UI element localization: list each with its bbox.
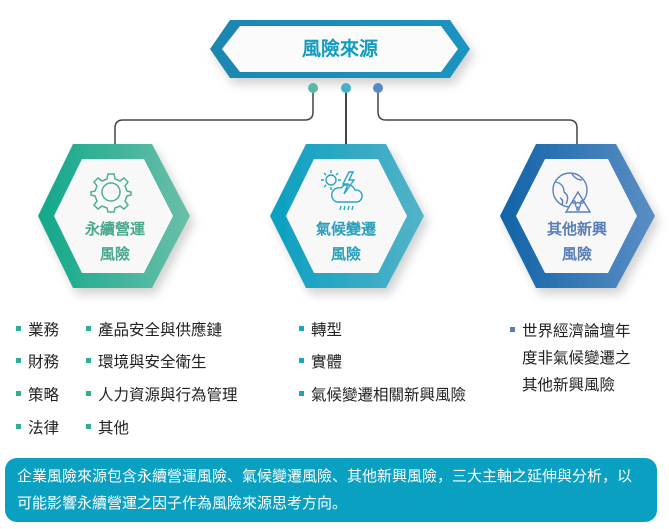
- list-item: 法律: [16, 416, 59, 438]
- item-text: 其他新興風險: [522, 376, 616, 394]
- gear-icon: [90, 173, 132, 213]
- bullet-icon: [16, 326, 21, 331]
- item-text: 度非氣候變遷之: [522, 349, 631, 367]
- category-label-line1: 其他新興: [546, 220, 607, 238]
- list-item: 財務: [16, 350, 59, 372]
- list-item: 人力資源與行為管理: [86, 383, 238, 405]
- item-text: 財務: [28, 353, 60, 371]
- connectors: [114, 88, 578, 145]
- connector-dot-green: [308, 83, 318, 93]
- list-item: 環境與安全衛生: [86, 350, 207, 372]
- category-label-line1: 永續營運: [84, 220, 145, 238]
- item-text: 實體: [311, 353, 343, 371]
- item-text: 人力資源與行為管理: [98, 386, 238, 404]
- item-text: 環境與安全衛生: [98, 353, 207, 371]
- bullet-icon: [299, 358, 304, 363]
- connector-dot-blue: [373, 83, 383, 93]
- bullet-icon: [86, 391, 91, 396]
- item-text: 其他: [98, 419, 130, 437]
- page-title: 風險來源: [301, 38, 378, 60]
- summary-box: 企業風險來源包含永續營運風險、氣候變遷風險、其他新興風險，三大主軸之延伸與分析，…: [5, 458, 657, 522]
- bullet-icon: [510, 327, 515, 332]
- item-text: 業務: [28, 321, 60, 339]
- connector-dot-teal: [341, 83, 351, 93]
- title-banner: [210, 20, 470, 78]
- item-text: 轉型: [311, 321, 343, 339]
- item-text: 氣候變遷相關新興風險: [311, 386, 467, 404]
- hexagon-emerging: [500, 144, 655, 288]
- hexagon-climate: [270, 144, 424, 288]
- bullet-icon: [86, 424, 91, 429]
- item-text: 世界經濟論壇年: [522, 322, 631, 340]
- list-item: 氣候變遷相關新興風險: [299, 383, 466, 405]
- bullet-icon: [16, 358, 21, 363]
- bullet-icon: [86, 326, 91, 331]
- list-item: 轉型: [299, 318, 342, 340]
- category-sustainability-label: 永續營運 風險: [55, 217, 175, 267]
- bullet-icon: [16, 424, 21, 429]
- category-label-line2: 風險: [99, 245, 130, 263]
- bullet-icon: [86, 358, 91, 363]
- item-text: 策略: [28, 386, 60, 404]
- globe-virus-icon: [552, 172, 592, 213]
- bullet-icon: [16, 391, 21, 396]
- category-label-line2: 風險: [330, 245, 361, 263]
- bullet-icon: [299, 326, 304, 331]
- category-label-line1: 氣候變遷: [315, 220, 376, 238]
- hexagon-sustainability: [38, 144, 190, 288]
- bullet-icon: [299, 391, 304, 396]
- category-emerging-label: 其他新興 風險: [517, 217, 637, 267]
- item-text: 法律: [28, 419, 60, 437]
- list-item: 其他: [86, 416, 129, 438]
- list-item: 世界經濟論壇年 度非氣候變遷之 其他新興風險: [510, 318, 631, 399]
- list-item: 策略: [16, 383, 59, 405]
- weather-icon: [321, 170, 363, 211]
- list-item: 業務: [16, 318, 59, 340]
- list-item: 實體: [299, 350, 342, 372]
- item-text: 產品安全與供應鏈: [98, 321, 223, 339]
- category-climate-label: 氣候變遷 風險: [286, 217, 406, 267]
- list-item: 產品安全與供應鏈: [86, 318, 222, 340]
- category-label-line2: 風險: [561, 245, 592, 263]
